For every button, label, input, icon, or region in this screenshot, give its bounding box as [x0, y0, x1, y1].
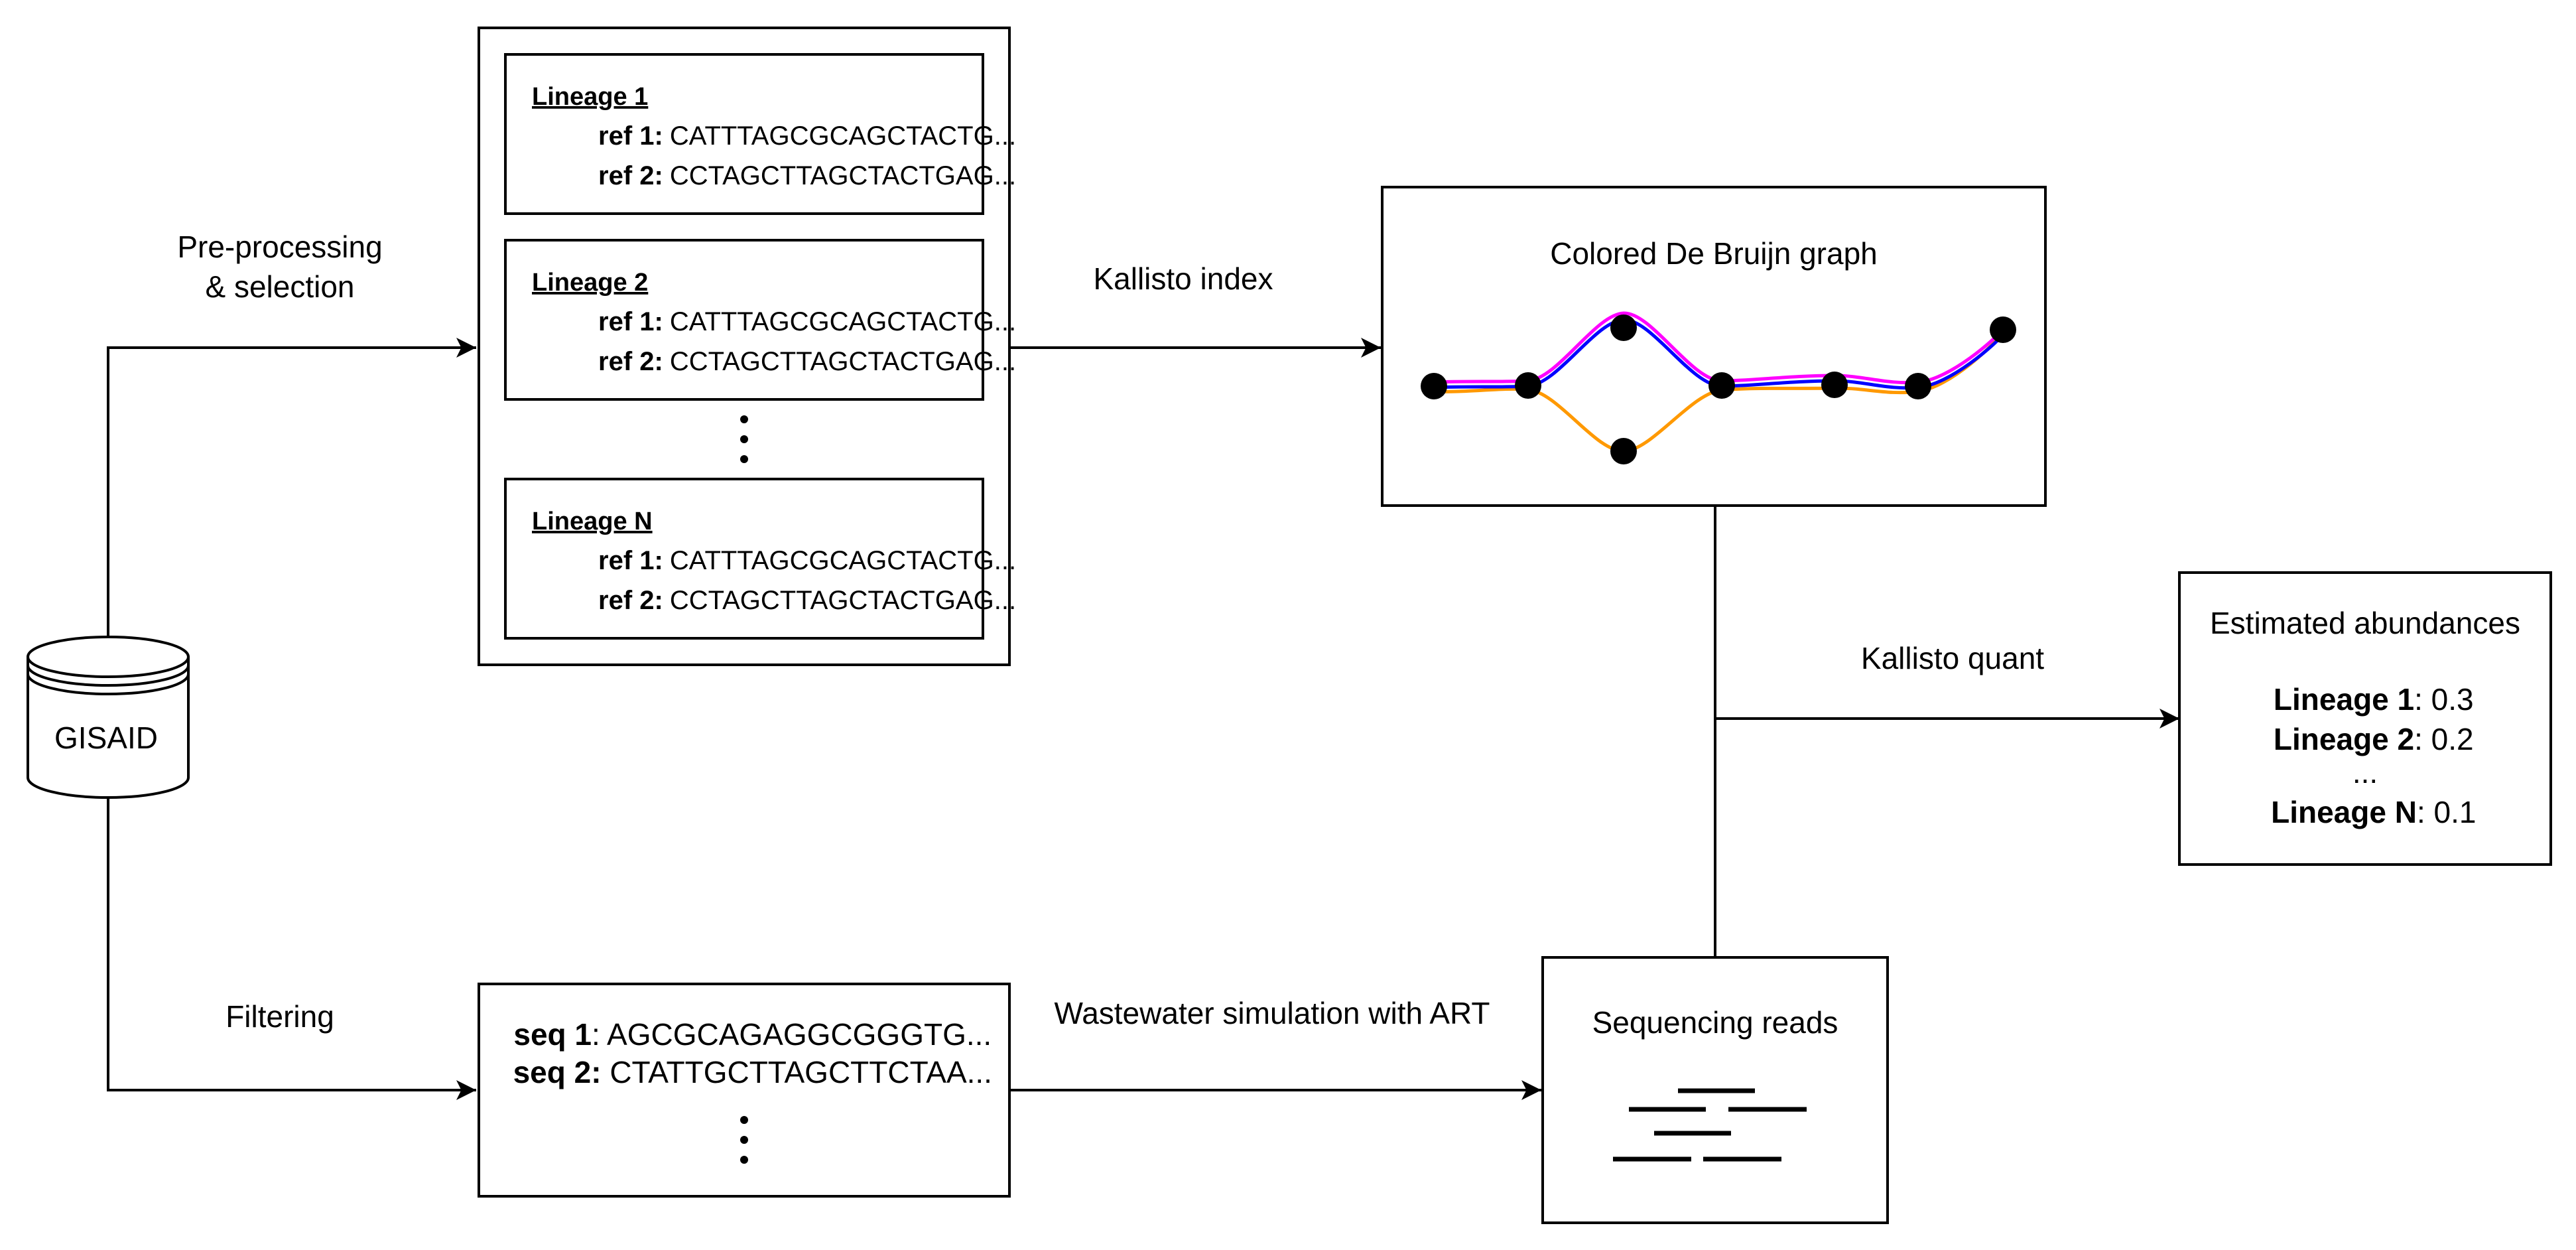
sequences-box-border: [478, 983, 1011, 1198]
graph-node: [1610, 314, 1637, 341]
graph-node: [1821, 372, 1848, 398]
ref-sequence: CCTAGCTTAGCTACTGAG...: [670, 586, 1016, 615]
sequence-line: seq 2: CTATTGCTTAGCTTCTAA...: [454, 1055, 1035, 1089]
ref-label: ref 1:: [598, 546, 663, 575]
ref-sequence: CCTAGCTTAGCTACTGAG...: [670, 347, 1016, 376]
sequence-separator: :: [592, 1017, 600, 1052]
ref-label: ref 1:: [598, 307, 663, 336]
abundance-ellipsis: ...: [2352, 755, 2378, 790]
abundance-value: : 0.2: [2414, 722, 2474, 756]
lineage-title: Lineage N: [532, 508, 653, 535]
lineage-box[interactable]: Lineage N ref 1:CATTTAGCGCAGCTACTG... re…: [504, 478, 1068, 640]
database-label: GISAID: [54, 721, 158, 755]
preprocessing-label-line1: Pre-processing: [177, 230, 382, 264]
ref-label: ref 1:: [598, 121, 663, 151]
kallisto-quant-label: Kallisto quant: [1861, 641, 2044, 675]
reads-icon: [1613, 1088, 1807, 1162]
ref-line: ref 2:CCTAGCTTAGCTACTGAG...: [532, 347, 1068, 376]
ref-line: ref 1:CATTTAGCGCAGCTACTG...: [532, 121, 1068, 151]
lineage-box[interactable]: Lineage 1 ref 1:CATTTAGCGCAGCTACTG... re…: [504, 53, 1068, 215]
lineage-box-border: [504, 478, 984, 640]
abundances-box-border: [2178, 571, 2552, 866]
sequence-line: seq 1: AGCGCAGAGGCGGGTG...: [454, 1017, 1034, 1052]
lineage-title: Lineage 2: [532, 269, 648, 297]
abundance-row: Lineage 2: 0.2: [2214, 722, 2516, 756]
ref-sequence: CATTTAGCGCAGCTACTG...: [670, 121, 1016, 151]
graph-node: [1708, 372, 1735, 399]
graph-box[interactable]: Colored De Bruijn graph: [1381, 186, 2047, 507]
sequence-label: seq 1: [513, 1017, 592, 1052]
ref-line: ref 2:CCTAGCTTAGCTACTGAG...: [532, 586, 1068, 615]
abundance-lineage-name: Lineage N: [2271, 795, 2417, 829]
abundance-row: Lineage 1: 0.3: [2214, 682, 2516, 717]
graph-node: [1515, 372, 1541, 399]
graph-node: [1610, 438, 1637, 464]
abundance-lineage-name: Lineage 2: [2274, 722, 2414, 756]
abundances-box[interactable]: Estimated abundances Lineage 1: 0.3 Line…: [2178, 571, 2552, 866]
edge-filtering: [107, 798, 476, 1100]
graph-title: Colored De Bruijn graph: [1550, 236, 1878, 271]
vertical-ellipsis-icon: [740, 1116, 748, 1164]
database-top: [27, 636, 190, 678]
kallisto-index-label: Kallisto index: [1093, 261, 1273, 296]
ref-label: ref 2:: [598, 586, 663, 615]
ref-label: ref 2:: [598, 347, 663, 376]
ref-line: ref 1:CATTTAGCGCAGCTACTG...: [532, 546, 1068, 575]
abundances-title: Estimated abundances: [2210, 606, 2520, 640]
reads-box[interactable]: Sequencing reads: [1541, 956, 1889, 1224]
sequence-value: AGCGCAGAGGCGGGTG...: [600, 1017, 992, 1052]
ref-sequence: CATTTAGCGCAGCTACTG...: [670, 546, 1016, 575]
graph-node: [1990, 316, 2016, 343]
filtering-label: Filtering: [225, 999, 334, 1034]
abundance-value: : 0.3: [2414, 682, 2474, 717]
preprocessing-label-line2: & selection: [205, 269, 354, 304]
edges: [107, 338, 2179, 1100]
reference-container[interactable]: Lineage 1 ref 1:CATTTAGCGCAGCTACTG... re…: [478, 27, 1068, 666]
graph-node: [1905, 373, 1931, 399]
ref-label: ref 2:: [598, 161, 663, 190]
lineage-box-border: [504, 239, 984, 401]
database-ring-1: [27, 665, 190, 687]
edge-preprocessing: [107, 338, 476, 638]
graph-box-border: [1381, 186, 2047, 507]
ref-line: ref 2:CCTAGCTTAGCTACTGAG...: [532, 161, 1068, 190]
graph-nodes: [1421, 314, 2016, 464]
lineage-box[interactable]: Lineage 2 ref 1:CATTTAGCGCAGCTACTG... re…: [504, 239, 1068, 401]
sequence-value: CTATTGCTTAGCTTCTAA...: [602, 1055, 992, 1089]
lineage-title: Lineage 1: [532, 83, 648, 111]
ref-sequence: CCTAGCTTAGCTACTGAG...: [670, 161, 1016, 190]
wastewater-simulation-label: Wastewater simulation with ART: [1054, 996, 1490, 1030]
ref-sequence: CATTTAGCGCAGCTACTG...: [670, 307, 1016, 336]
gisaid-database[interactable]: GISAID: [27, 636, 190, 799]
graph-node: [1421, 373, 1447, 399]
ref-line: ref 1:CATTTAGCGCAGCTACTG...: [532, 307, 1068, 336]
sequences-box[interactable]: seq 1: AGCGCAGAGGCGGGTG... seq 2: CTATTG…: [454, 983, 1035, 1198]
abundance-lineage-name: Lineage 1: [2274, 682, 2414, 717]
abundance-row: Lineage N: 0.1: [2212, 795, 2519, 829]
sequence-label: seq 2:: [513, 1055, 602, 1089]
reads-title: Sequencing reads: [1592, 1005, 1838, 1040]
vertical-ellipsis-icon: [740, 415, 748, 463]
database-ring-2: [27, 673, 190, 695]
lineage-box-border: [504, 53, 984, 215]
abundance-value: : 0.1: [2417, 795, 2477, 829]
